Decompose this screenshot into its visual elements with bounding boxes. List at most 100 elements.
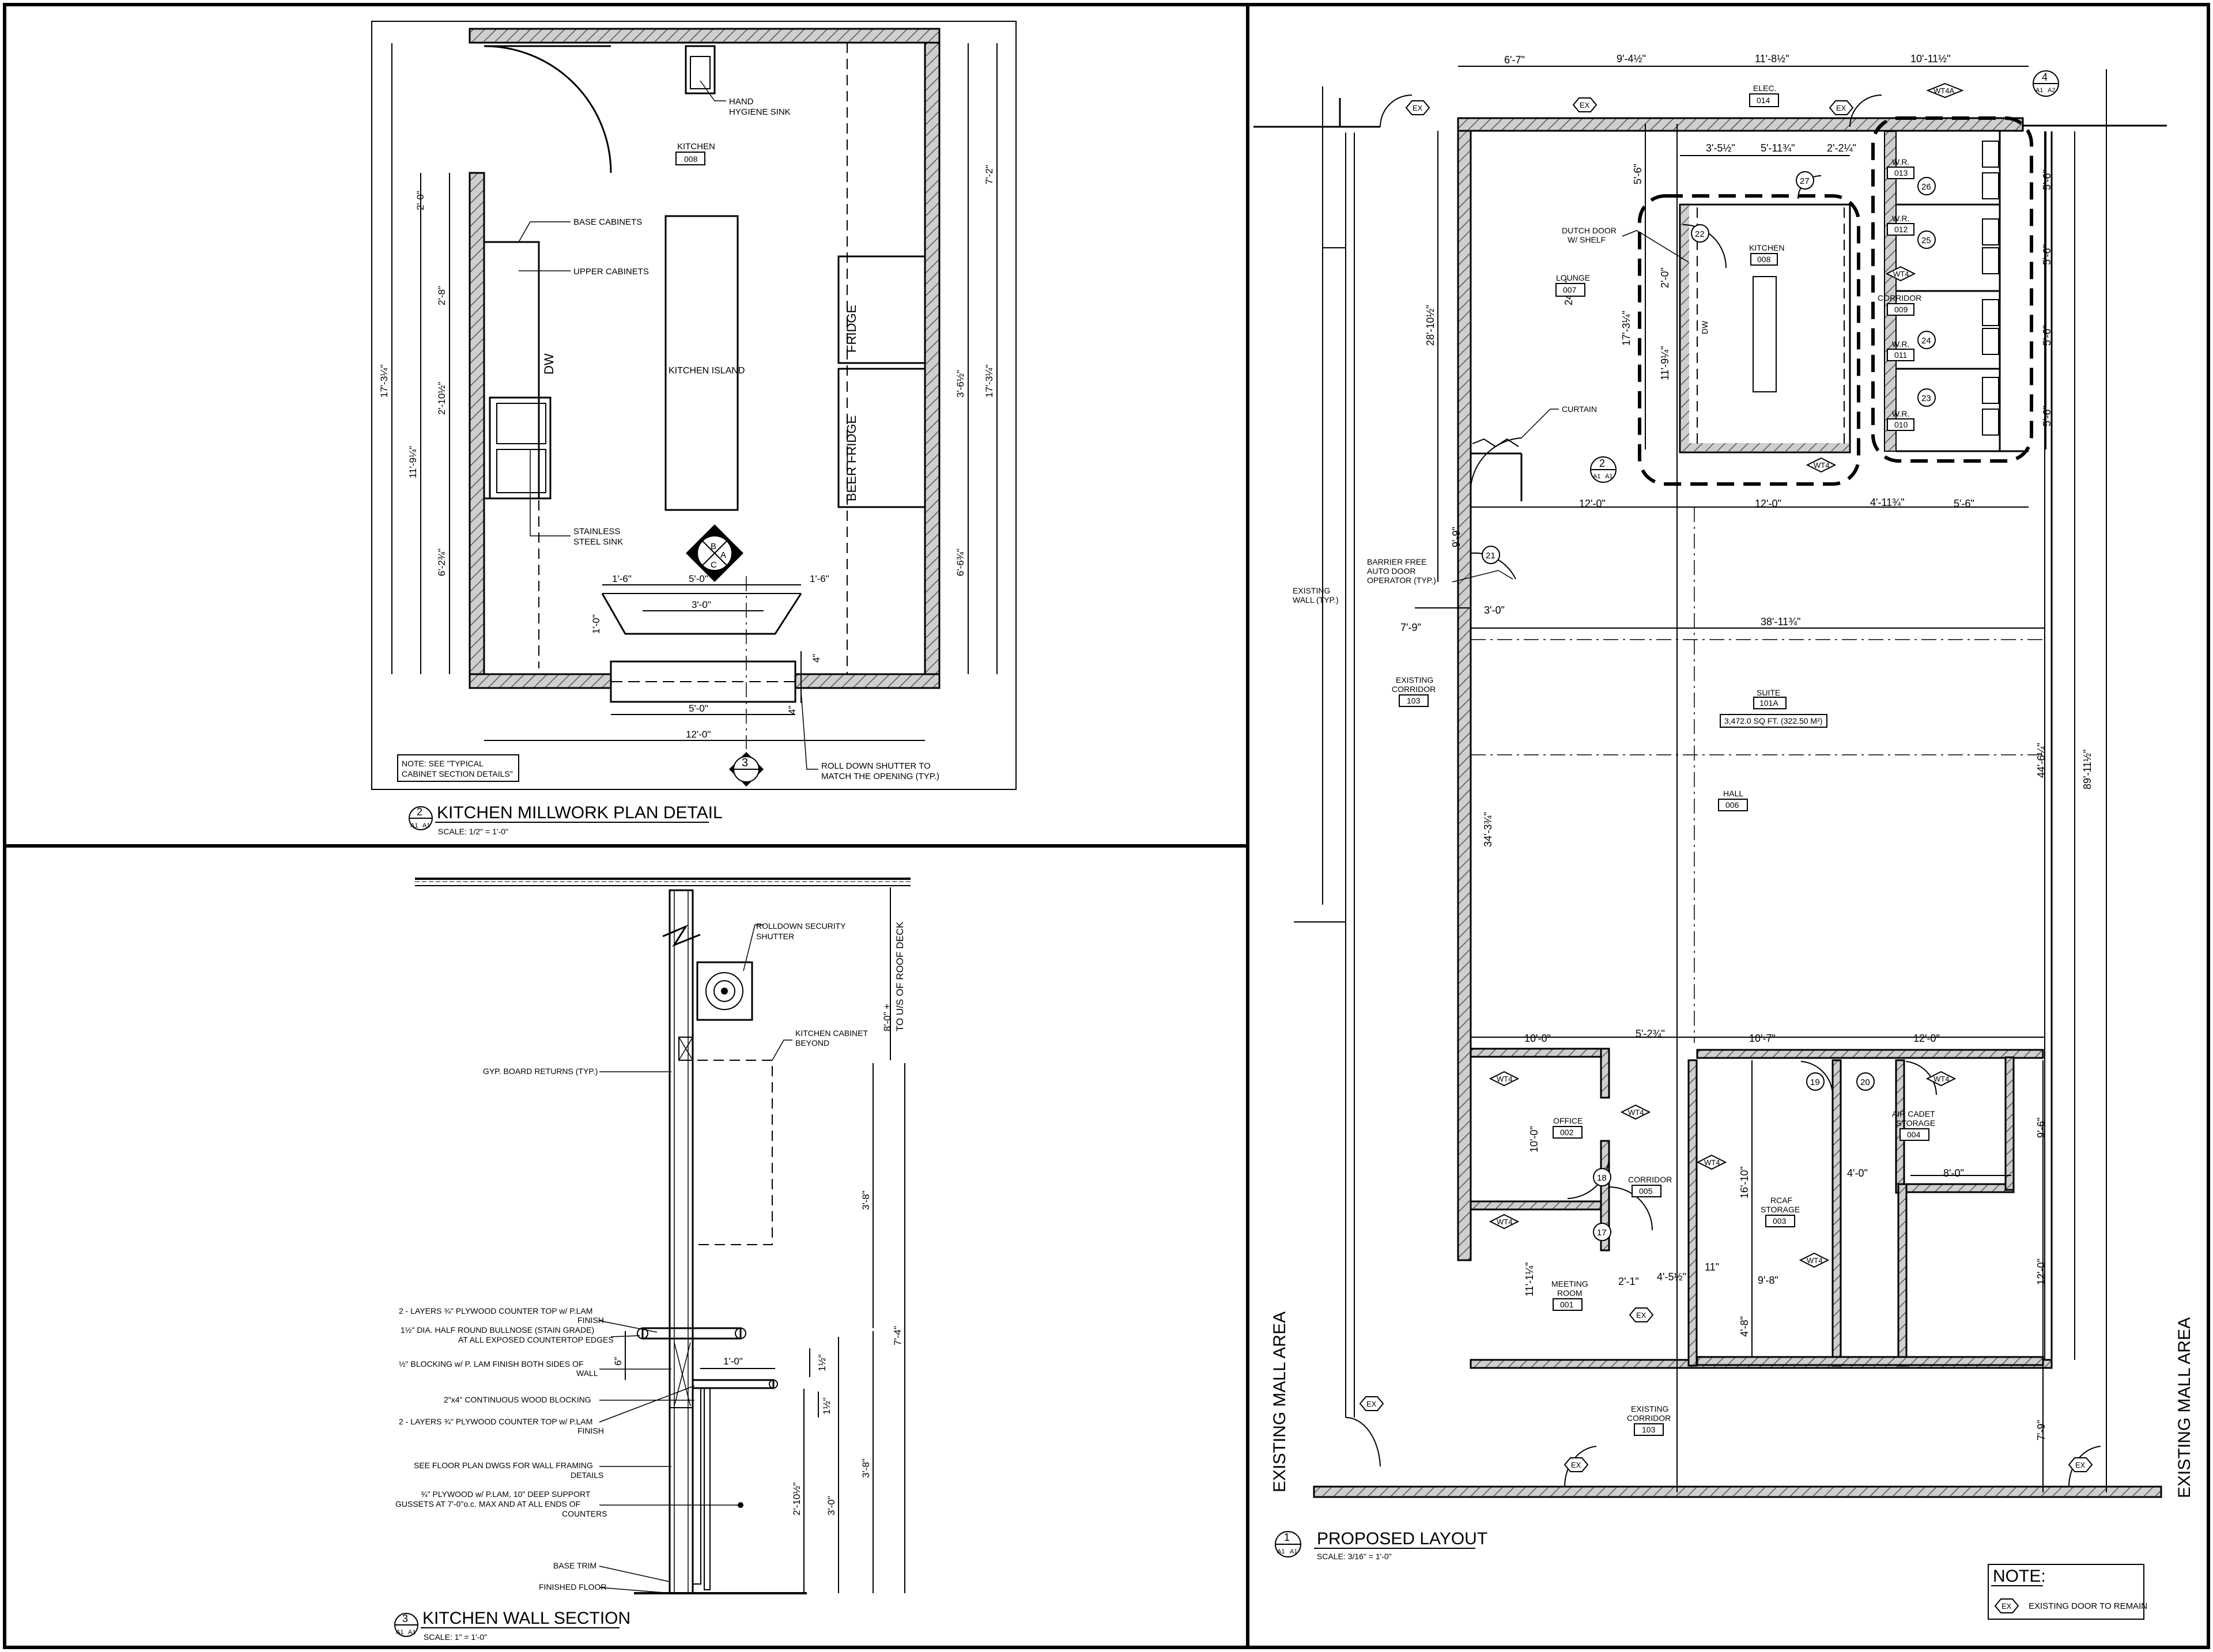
room-name: ROOM xyxy=(1557,1288,1583,1298)
dim: 10'-11½" xyxy=(1910,53,1951,65)
wood-blocking: 2"x4" CONTINUOUS WOOD BLOCKING xyxy=(444,1395,591,1404)
note-ex: EX xyxy=(2001,1602,2012,1611)
svg-text:A1: A1 xyxy=(1605,473,1612,480)
proposed-layout: 6'-7" 9'-4½" 11'-8½" 10'-11½" 3'-5½" 5'-… xyxy=(1253,53,2194,1620)
ply-low-2: FINISH xyxy=(577,1426,604,1435)
dim: 4" xyxy=(787,706,798,715)
dutch-door-label-1: DUTCH DOOR xyxy=(1562,226,1617,235)
detail-title: KITCHEN WALL SECTION xyxy=(422,1609,630,1628)
svg-text:20: 20 xyxy=(1860,1078,1870,1087)
dim: 5'-6" xyxy=(2041,169,2053,190)
svg-text:27: 27 xyxy=(1800,176,1810,186)
existing-door-tag: EX xyxy=(1829,100,1854,115)
room-number: 005 xyxy=(1639,1186,1653,1196)
sheet-ref: A1 xyxy=(1290,1548,1297,1555)
dim: 6" xyxy=(613,1357,624,1366)
room-number: 011 xyxy=(1894,350,1908,360)
base-trim: BASE TRIM xyxy=(553,1561,596,1570)
hand-sink-label-1: HAND xyxy=(729,97,754,107)
dim: 3'-0" xyxy=(692,599,711,610)
room-name: KITCHEN xyxy=(677,142,715,152)
dim: 3'-0" xyxy=(826,1496,837,1515)
room-name: W.R. xyxy=(1892,409,1909,418)
note-line-2: CABINET SECTION DETAILS" xyxy=(402,769,513,778)
wt4-tag: WT4 xyxy=(1489,1071,1520,1087)
room-name: CORRIDOR xyxy=(1627,1413,1671,1423)
note-title: NOTE: xyxy=(1993,1567,2046,1586)
dim: 4'-5½" xyxy=(1657,1271,1686,1283)
svg-text:A1: A1 xyxy=(2035,87,2043,94)
room-name: EXISTING xyxy=(1396,675,1433,685)
dim: 8'-0" xyxy=(1943,1167,1964,1179)
dim: 5'-0" xyxy=(689,703,708,714)
svg-text:21: 21 xyxy=(1486,551,1496,561)
elev-a: A xyxy=(720,550,726,560)
sheet-ref: A1 xyxy=(422,822,430,829)
svg-text:WT4: WT4 xyxy=(1497,1218,1512,1226)
detail-scale: SCALE: 1/2" = 1'-0" xyxy=(438,827,508,836)
dim: 11'-8½" xyxy=(1755,53,1789,65)
door-tag: 23 xyxy=(1917,388,1936,407)
dim: 12'-0" xyxy=(2035,1258,2047,1285)
dim: 4" xyxy=(811,654,822,663)
dim: 7'-2" xyxy=(984,165,995,184)
room-name: AIR CADET xyxy=(1892,1109,1935,1118)
dim: 4'-0" xyxy=(1847,1167,1868,1179)
section-number: 3 xyxy=(742,757,748,769)
dim: 28'-10½" xyxy=(1425,305,1436,346)
room-name: STORAGE xyxy=(1896,1118,1935,1128)
mall-area-left: EXISTING MALL AREA xyxy=(1270,1311,1289,1492)
blocking-2: WALL xyxy=(576,1369,598,1378)
door-tag: 19 xyxy=(1806,1072,1825,1091)
gusset-2: GUSSETS AT 7'-0"o.c. MAX AND AT ALL ENDS… xyxy=(395,1499,580,1509)
room-number: 008 xyxy=(684,154,698,164)
svg-text:18: 18 xyxy=(1597,1173,1607,1183)
shutter-label-2: SHUTTER xyxy=(756,932,794,941)
dim: 6'-6¾" xyxy=(955,549,966,576)
ply-top-2: FINISH xyxy=(577,1315,604,1325)
dim: 1'-0" xyxy=(723,1356,743,1367)
ply-low-1: 2 - LAYERS ¾" PLYWOOD COUNTER TOP w/ P.L… xyxy=(399,1417,592,1426)
hand-sink-label-2: HYGIENE SINK xyxy=(729,107,791,117)
room-number: 101A xyxy=(1759,698,1778,708)
sheet-ref: A1 xyxy=(1277,1548,1285,1555)
svg-text:26: 26 xyxy=(1921,182,1931,192)
room-number: 002 xyxy=(1560,1128,1574,1137)
dim: 11'-9¼" xyxy=(407,446,418,478)
svg-text:WT4A: WT4A xyxy=(1933,86,1954,95)
room-name: KITCHEN xyxy=(1749,243,1784,252)
dim: 12'-0" xyxy=(1579,498,1606,509)
door-tag: 27 xyxy=(1796,171,1814,190)
shutter-label-1: ROLL DOWN SHUTTER TO xyxy=(821,761,931,771)
dim: 9'-6" xyxy=(2035,1117,2047,1138)
svg-text:WT4: WT4 xyxy=(1497,1075,1512,1083)
room-name: MEETING xyxy=(1551,1279,1588,1288)
detail-number: 3 xyxy=(402,1613,408,1624)
dim: 10'-0" xyxy=(1524,1033,1551,1044)
gusset-3: COUNTERS xyxy=(562,1509,607,1518)
svg-text:A1: A1 xyxy=(1593,473,1600,480)
svg-text:25: 25 xyxy=(1921,236,1931,245)
existing-door-tag: EX xyxy=(1629,1307,1654,1322)
sheet-ref: A1 xyxy=(410,822,418,829)
door-tag: 18 xyxy=(1593,1168,1611,1186)
room-name: LOUNGE xyxy=(1556,273,1590,282)
note-line-1: NOTE: SEE "TYPICAL xyxy=(402,759,484,768)
dim: 2'-0" xyxy=(1659,267,1671,288)
ply-top-1: 2 - LAYERS ¾" PLYWOOD COUNTER TOP w/ P.L… xyxy=(399,1306,592,1315)
svg-text:EX: EX xyxy=(1413,104,1423,112)
framing-2: DETAILS xyxy=(571,1470,603,1480)
base-cabinets-label: BASE CABINETS xyxy=(573,217,642,227)
roof-dim-1: 8'-0" ± xyxy=(882,1004,893,1031)
wt4-tag: WT4 xyxy=(1806,457,1837,473)
blocking-1: ½" BLOCKING w/ P. LAM FINISH BOTH SIDES … xyxy=(399,1359,584,1369)
svg-text:WT4: WT4 xyxy=(1628,1108,1644,1117)
dim: 34'-3¾" xyxy=(1482,812,1494,847)
detail-title: KITCHEN MILLWORK PLAN DETAIL xyxy=(437,803,723,822)
mall-area-right: EXISTING MALL AREA xyxy=(2175,1317,2194,1498)
room-name: W.R. xyxy=(1892,214,1909,223)
room-name: OFFICE xyxy=(1553,1116,1583,1125)
cabinet-label-1: KITCHEN CABINET xyxy=(795,1029,868,1038)
existing-wall-label-2: WALL (TYP.) xyxy=(1293,595,1339,604)
detail-scale: SCALE: 1" = 1'-0" xyxy=(424,1632,487,1642)
